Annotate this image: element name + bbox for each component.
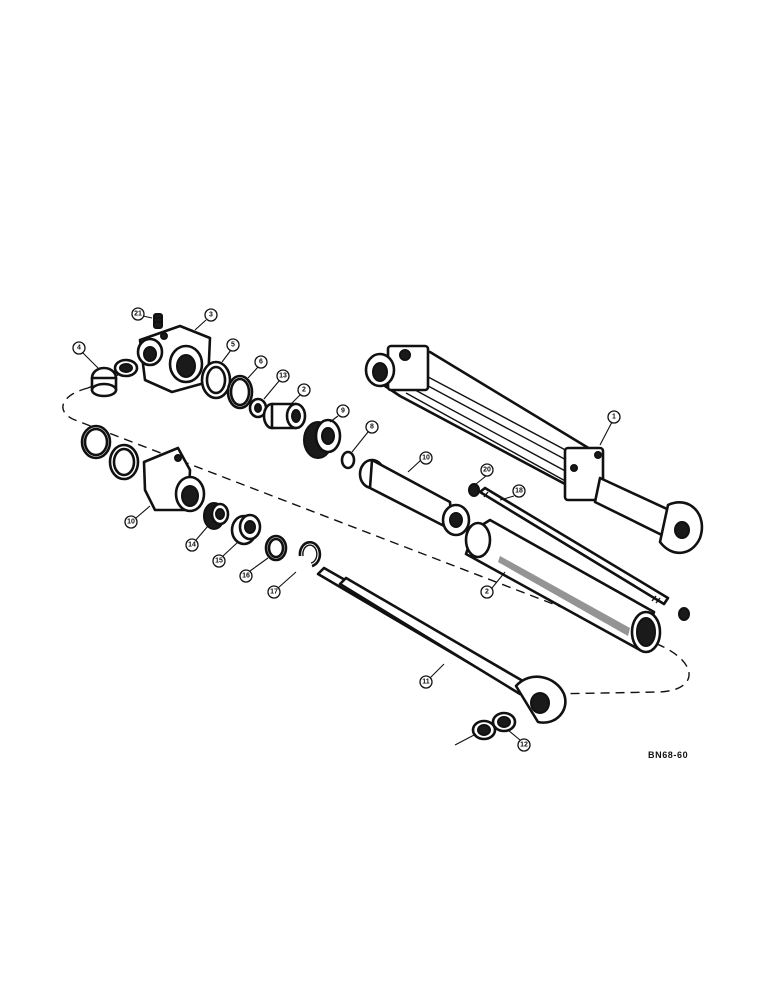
callout-20: 20 [475,463,494,485]
assembled-cylinder [364,344,704,555]
callout-2-barrel: 2 [480,571,506,599]
callout-15: 15 [212,541,239,568]
bushing-12 [471,711,517,741]
piston-2 [262,402,307,430]
callout-8: 8 [351,420,379,453]
nut-20 [468,483,690,621]
callout-14: 14 [185,525,209,552]
svg-text:5: 5 [231,342,235,349]
svg-text:21: 21 [134,311,142,318]
piston-rod-11 [316,566,567,724]
svg-text:10: 10 [127,519,135,526]
gland-18 [142,446,206,513]
svg-text:2: 2 [485,589,489,596]
svg-text:4: 4 [77,345,81,352]
callout-17: 17 [267,571,297,599]
callout-10-stop-tube: 10 [407,451,433,473]
svg-text:14: 14 [188,542,196,549]
svg-text:11: 11 [422,679,430,686]
o-ring-large [80,424,112,460]
svg-text:16: 16 [242,573,250,580]
svg-text:6: 6 [259,359,263,366]
callout-21: 21 [131,307,153,321]
grease-fitting-21 [153,313,163,329]
tie-rod-19 [478,486,670,606]
callout-6: 6 [247,355,268,379]
cylinder-head-3 [136,324,212,394]
svg-text:18: 18 [515,488,523,495]
callout-10-gland: 10 [124,505,151,529]
wiper-seal-14 [203,502,230,530]
ring-16 [264,534,288,562]
snap-ring-17 [298,541,322,568]
svg-text:20: 20 [483,467,491,474]
callout-11: 11 [419,663,445,689]
o-ring-6 [226,374,254,410]
svg-text:3: 3 [209,312,213,319]
callout-3: 3 [194,308,218,331]
pin-bushing-4 [90,358,139,398]
callout-4: 4 [72,341,99,369]
backup-ring-large [108,443,140,481]
o-ring-8 [340,450,356,470]
svg-text:12: 12 [520,742,528,749]
callout-2-piston: 2 [289,383,311,406]
piston-seal-9 [303,418,342,459]
svg-text:17: 17 [270,589,278,596]
callout-18: 18 [499,484,526,501]
callout-1: 1 [599,410,621,446]
bushing-15 [230,513,262,546]
svg-text:8: 8 [370,424,374,431]
callout-16: 16 [239,557,269,583]
svg-text:9: 9 [341,408,345,415]
backup-ring-5 [200,360,232,400]
callout-12: 12 [507,729,531,752]
svg-text:10: 10 [422,455,430,462]
svg-text:1: 1 [612,414,616,421]
figure-reference-code: BN68-60 [648,750,688,760]
svg-text:2: 2 [302,387,306,394]
cylinder-barrel-2 [464,518,662,654]
assembly-path-dashed-line [62,387,690,695]
svg-text:13: 13 [279,373,287,380]
callout-5: 5 [221,338,240,363]
callout-13: 13 [263,369,290,400]
callout-9: 9 [329,404,350,423]
stop-tube-10 [358,458,471,537]
svg-text:15: 15 [215,558,223,565]
